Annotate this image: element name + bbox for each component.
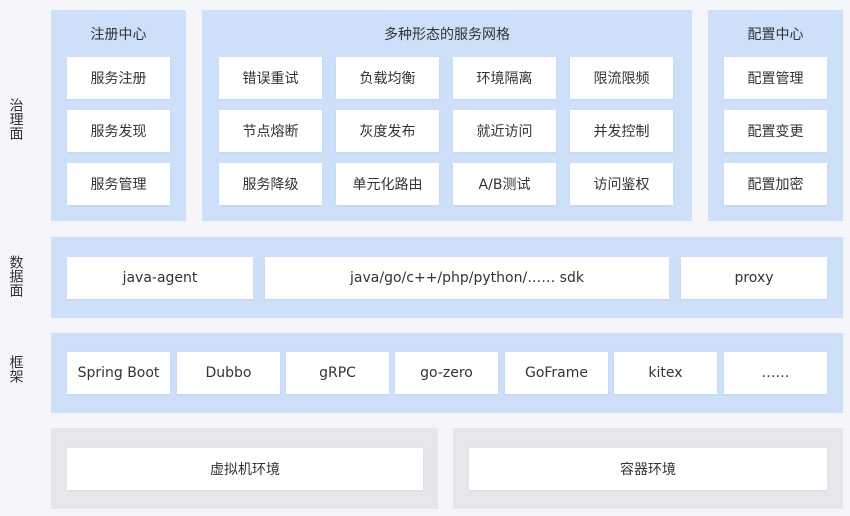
config-item-management[interactable]: 配置管理 bbox=[724, 57, 827, 99]
mesh-item-retry[interactable]: 错误重试 bbox=[219, 57, 322, 99]
mesh-item-concurrency[interactable]: 并发控制 bbox=[570, 110, 673, 152]
container-panel: 容器环境 bbox=[453, 428, 843, 509]
side-label-governance: 治理面 bbox=[4, 98, 26, 145]
data-plane-sdk[interactable]: java/go/c++/php/python/…… sdk bbox=[265, 257, 669, 299]
data-plane-panel: java-agent java/go/c++/php/python/…… sdk… bbox=[51, 237, 843, 318]
side-label-framework: 框架 bbox=[4, 355, 26, 388]
mesh-item-load-balance[interactable]: 负载均衡 bbox=[336, 57, 439, 99]
registry-panel: 注册中心 服务注册 服务发现 服务管理 bbox=[51, 10, 186, 221]
registry-title: 注册中心 bbox=[90, 27, 147, 43]
registry-item-management[interactable]: 服务管理 bbox=[67, 163, 170, 205]
mesh-title: 多种形态的服务网格 bbox=[384, 27, 510, 43]
mesh-item-gray-release[interactable]: 灰度发布 bbox=[336, 110, 439, 152]
side-label-framework-text: 框架 bbox=[7, 355, 24, 383]
mesh-item-degrade[interactable]: 服务降级 bbox=[219, 163, 322, 205]
vm-environment[interactable]: 虚拟机环境 bbox=[67, 448, 423, 490]
mesh-item-ab-test[interactable]: A/B测试 bbox=[453, 163, 556, 205]
framework-grpc[interactable]: gRPC bbox=[286, 352, 389, 394]
data-plane-java-agent[interactable]: java-agent bbox=[67, 257, 253, 299]
mesh-item-nearby-access[interactable]: 就近访问 bbox=[453, 110, 556, 152]
data-plane-proxy[interactable]: proxy bbox=[681, 257, 827, 299]
mesh-item-env-isolation[interactable]: 环境隔离 bbox=[453, 57, 556, 99]
mesh-item-unit-routing[interactable]: 单元化路由 bbox=[336, 163, 439, 205]
framework-kitex[interactable]: kitex bbox=[614, 352, 717, 394]
mesh-item-access-auth[interactable]: 访问鉴权 bbox=[570, 163, 673, 205]
vm-panel: 虚拟机环境 bbox=[51, 428, 438, 509]
registry-item-discovery[interactable]: 服务发现 bbox=[67, 110, 170, 152]
config-title: 配置中心 bbox=[747, 27, 804, 43]
mesh-item-rate-limit[interactable]: 限流限频 bbox=[570, 57, 673, 99]
framework-more[interactable]: …… bbox=[724, 352, 827, 394]
config-panel: 配置中心 配置管理 配置变更 配置加密 bbox=[708, 10, 843, 221]
framework-spring-boot[interactable]: Spring Boot bbox=[67, 352, 170, 394]
framework-panel: Spring Boot Dubbo gRPC go-zero GoFrame k… bbox=[51, 333, 843, 413]
container-environment[interactable]: 容器环境 bbox=[469, 448, 827, 490]
framework-goframe[interactable]: GoFrame bbox=[505, 352, 608, 394]
mesh-item-circuit-break[interactable]: 节点熔断 bbox=[219, 110, 322, 152]
side-label-data-plane-text: 数据面 bbox=[7, 255, 24, 297]
mesh-panel: 多种形态的服务网格 错误重试 负载均衡 环境隔离 限流限频 节点熔断 灰度发布 … bbox=[202, 10, 692, 221]
side-label-data-plane: 数据面 bbox=[4, 255, 26, 302]
framework-dubbo[interactable]: Dubbo bbox=[177, 352, 280, 394]
config-item-encryption[interactable]: 配置加密 bbox=[724, 163, 827, 205]
side-label-governance-text: 治理面 bbox=[7, 98, 24, 140]
framework-go-zero[interactable]: go-zero bbox=[395, 352, 498, 394]
config-item-change[interactable]: 配置变更 bbox=[724, 110, 827, 152]
registry-item-register[interactable]: 服务注册 bbox=[67, 57, 170, 99]
